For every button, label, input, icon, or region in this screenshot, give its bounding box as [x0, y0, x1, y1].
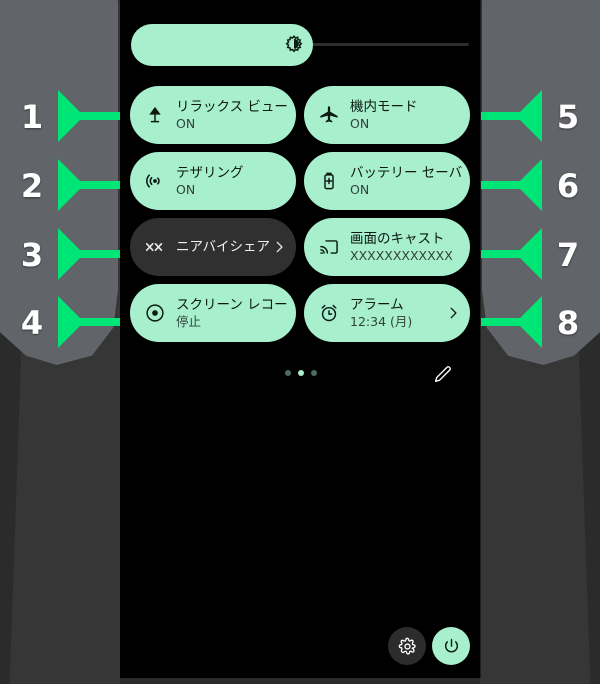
tile-subtitle: ON — [176, 181, 196, 197]
callout-number-3: 3 — [20, 236, 44, 274]
callout-number-1: 1 — [20, 98, 44, 136]
tile-text: バッテリー セーバ ON — [350, 165, 470, 198]
tile-title: ニアバイシェア — [176, 238, 270, 255]
callout-arrow-8-icon — [480, 290, 542, 354]
phone-screen: リラックス ビュー ON 機内モード ON — [120, 0, 481, 678]
tile-title: バッテリー セーバ — [350, 164, 463, 181]
callout-number-7: 7 — [556, 236, 580, 274]
callout-arrow-1-icon — [58, 84, 120, 148]
tile-alarm[interactable]: アラーム 12:34 (月) — [304, 284, 470, 342]
screen-cast-icon — [318, 236, 340, 258]
tile-battery-saver[interactable]: バッテリー セーバ ON — [304, 152, 470, 210]
tile-title: 機内モード — [350, 98, 418, 115]
tile-row: スクリーン レコー 停止 アラーム — [130, 284, 470, 342]
brightness-slider-fill — [131, 24, 313, 66]
callout-number-8: 8 — [556, 304, 580, 342]
power-button[interactable] — [432, 627, 470, 665]
tile-row: リラックス ビュー ON 機内モード ON — [130, 86, 470, 144]
callout-number-2: 2 — [20, 167, 44, 205]
tile-subtitle: 停止 — [176, 313, 202, 329]
tile-text: アラーム 12:34 (月) — [350, 297, 444, 330]
tile-title: テザリング — [176, 164, 244, 181]
tile-title: スクリーン レコー — [176, 296, 288, 313]
tile-screen-recorder[interactable]: スクリーン レコー 停止 — [130, 284, 296, 342]
tile-nearby-share[interactable]: ニアバイシェア — [130, 218, 296, 276]
tile-tethering[interactable]: テザリング ON — [130, 152, 296, 210]
quick-settings-grid: リラックス ビュー ON 機内モード ON — [130, 86, 470, 350]
tile-text: 画面のキャスト XXXXXXXXXXXX — [350, 231, 470, 264]
battery-saver-icon — [318, 170, 340, 192]
footer-bar — [120, 623, 480, 678]
alarm-clock-icon — [318, 302, 340, 324]
callout-number-4: 4 — [20, 304, 44, 342]
brightness-slider-track — [304, 43, 469, 46]
callout-arrow-5-icon — [480, 84, 542, 148]
page-indicator[interactable] — [285, 370, 317, 376]
page-dot-active[interactable] — [298, 370, 304, 376]
chevron-right-icon[interactable] — [444, 306, 462, 320]
settings-button[interactable] — [388, 627, 426, 665]
nearby-share-icon — [144, 236, 166, 258]
tile-title: アラーム — [350, 296, 404, 313]
callout-arrow-3-icon — [58, 222, 120, 286]
callout-arrow-6-icon — [480, 153, 542, 217]
tile-title: 画面のキャスト — [350, 230, 445, 247]
tile-subtitle: ON — [176, 115, 196, 131]
pencil-edit-icon[interactable] — [432, 363, 454, 385]
tile-text: テザリング ON — [176, 165, 296, 198]
callout-arrow-7-icon — [480, 222, 542, 286]
tile-night-light[interactable]: リラックス ビュー ON — [130, 86, 296, 144]
tile-title: リラックス ビュー — [176, 98, 288, 115]
callout-arrow-2-icon — [58, 153, 120, 217]
tile-subtitle: XXXXXXXXXXXX — [350, 247, 453, 263]
callout-arrow-4-icon — [58, 290, 120, 354]
airplane-icon — [318, 104, 340, 126]
brightness-slider[interactable] — [131, 24, 469, 66]
tile-row: テザリング ON バッテリー セーバ ON — [130, 152, 470, 210]
hotspot-icon — [144, 170, 166, 192]
tile-text: 機内モード ON — [350, 99, 470, 132]
page-dot[interactable] — [311, 370, 317, 376]
tile-text: ニアバイシェア — [176, 239, 270, 256]
tile-subtitle: 12:34 (月) — [350, 313, 413, 329]
gear-icon — [398, 637, 417, 656]
tile-subtitle: ON — [350, 181, 370, 197]
callout-number-5: 5 — [556, 98, 580, 136]
chevron-right-icon[interactable] — [270, 240, 288, 254]
page-dot[interactable] — [285, 370, 291, 376]
tile-screen-cast[interactable]: 画面のキャスト XXXXXXXXXXXX — [304, 218, 470, 276]
brightness-icon — [283, 34, 305, 56]
screen-record-icon — [144, 302, 166, 324]
tile-subtitle: ON — [350, 115, 370, 131]
tile-text: スクリーン レコー 停止 — [176, 297, 296, 330]
callout-number-6: 6 — [556, 167, 580, 205]
tile-text: リラックス ビュー ON — [176, 99, 296, 132]
night-light-lamp-icon — [144, 104, 166, 126]
tile-airplane-mode[interactable]: 機内モード ON — [304, 86, 470, 144]
tile-row: ニアバイシェア — [130, 218, 470, 276]
power-icon — [442, 637, 461, 656]
